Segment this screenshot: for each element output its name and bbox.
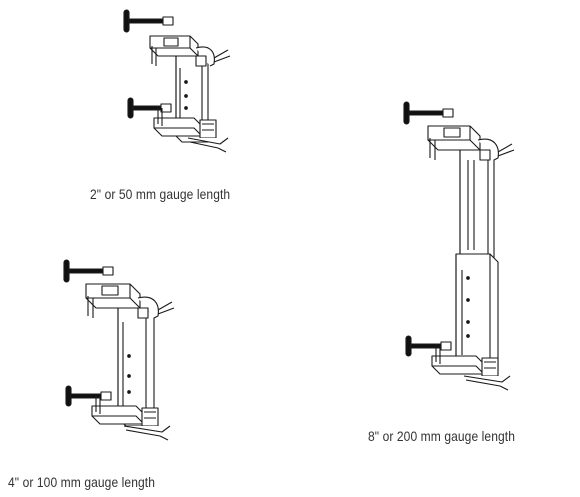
lower-screw: [406, 336, 451, 356]
upper-screw: [404, 102, 453, 124]
lower-screw: [66, 386, 111, 406]
upper-screw: [64, 260, 113, 282]
extensometer-4in-illustration: [58, 258, 178, 448]
caption-4in-gauge-length: 4" or 100 mm gauge length: [8, 474, 155, 490]
lower-screw: [128, 98, 171, 118]
caption-2in-gauge-length: 2" or 50 mm gauge length: [90, 186, 231, 202]
caption-8in-gauge-length: 8" or 200 mm gauge length: [368, 428, 515, 444]
extensometer-2in-illustration: [118, 8, 238, 168]
extensometer-8in-illustration: [398, 100, 518, 400]
upper-screw: [124, 10, 173, 32]
